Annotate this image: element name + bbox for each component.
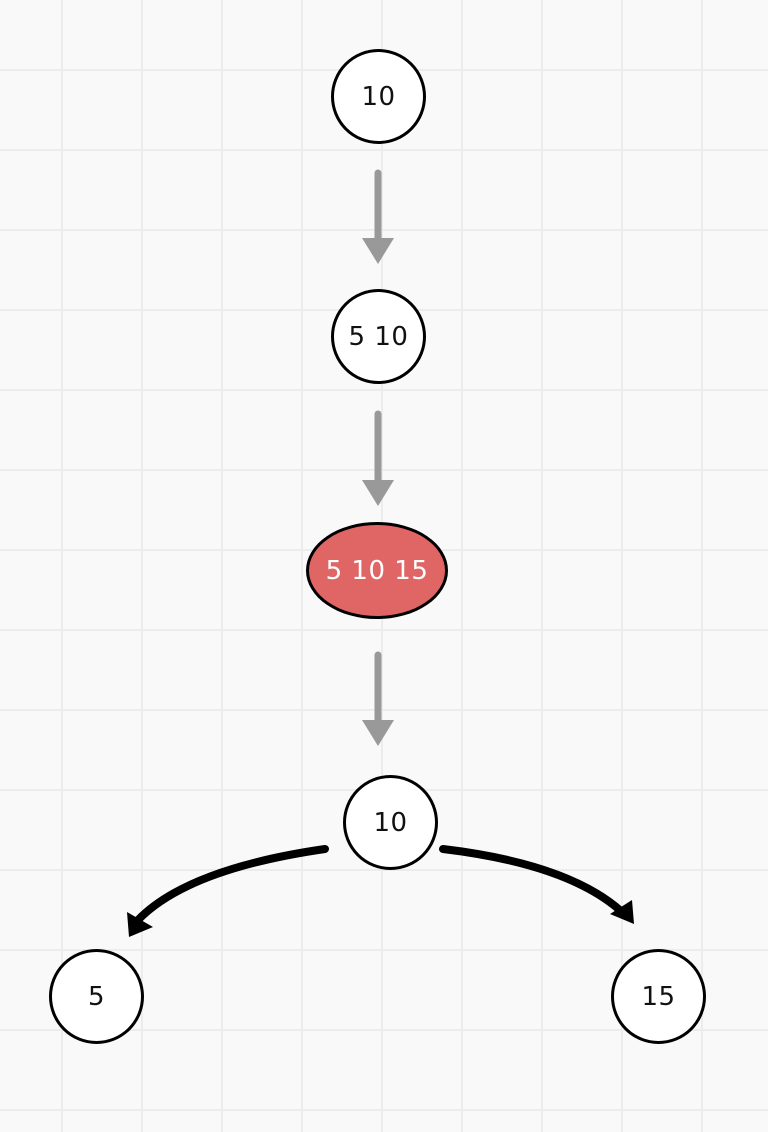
step-arrow-1 <box>362 169 394 264</box>
node-label: 5 <box>87 981 106 1012</box>
arrowhead-icon <box>362 480 394 506</box>
step-node-2: 5 10 <box>331 289 426 384</box>
node-label: 5 10 15 <box>325 555 429 586</box>
step-arrow-3 <box>362 651 394 746</box>
arrowhead-icon <box>610 900 634 924</box>
arrowhead-icon <box>362 720 394 746</box>
tree-edge-right <box>439 845 634 924</box>
tree-right-child-node: 15 <box>611 949 706 1044</box>
node-label: 10 <box>373 807 408 838</box>
node-label: 10 <box>361 81 396 112</box>
node-label: 15 <box>641 981 676 1012</box>
arrowhead-icon <box>362 238 394 264</box>
tree-root-node: 10 <box>343 775 438 870</box>
arrowhead-icon <box>127 912 153 937</box>
tree-left-child-node: 5 <box>49 949 144 1044</box>
step-node-1: 10 <box>331 49 426 144</box>
step-arrow-2 <box>362 410 394 506</box>
node-label: 5 10 <box>348 321 409 352</box>
tree-edge-left <box>127 845 329 937</box>
overflow-node: 5 10 15 <box>306 522 448 619</box>
